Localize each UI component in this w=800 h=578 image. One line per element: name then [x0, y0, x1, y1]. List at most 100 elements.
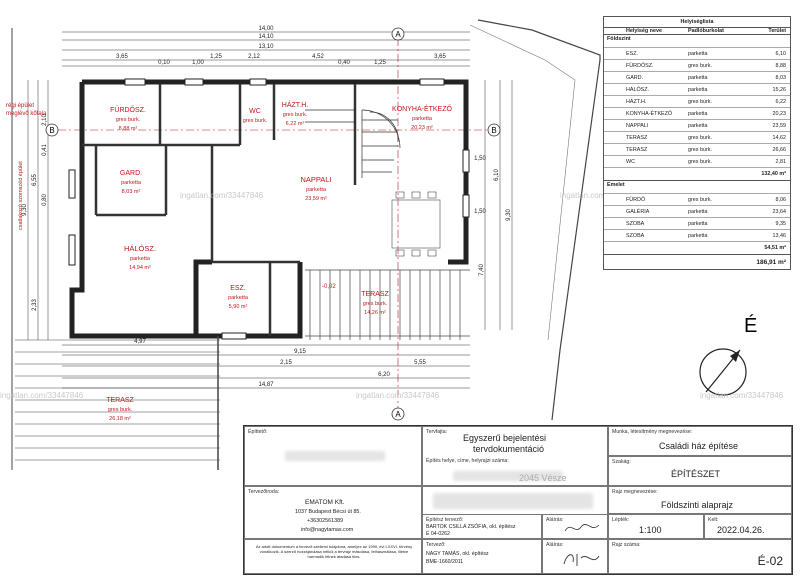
north-label: É: [744, 314, 757, 337]
svg-text:6,22 m²: 6,22 m²: [286, 121, 305, 127]
svg-text:parketta: parketta: [228, 295, 249, 301]
svg-text:6,10: 6,10: [494, 169, 500, 181]
svg-text:parketta: parketta: [306, 187, 327, 193]
schedule-cell-name: TERASZ: [626, 146, 648, 153]
svg-text:GARD.: GARD.: [120, 170, 142, 177]
schedule-title: Helyiséglista: [604, 17, 790, 28]
svg-text:0,10: 0,10: [158, 60, 170, 66]
svg-text:6,20: 6,20: [378, 372, 390, 378]
svg-text:13,10: 13,10: [258, 44, 274, 50]
interior-walls: [82, 84, 357, 336]
copyright-cell: Az adott dokumentum a tervező szellemi t…: [244, 539, 422, 574]
note-neighbor: csatlakozó szomszéd épület: [18, 161, 24, 230]
room-label-nappali: NAPPALI parketta 23,59 m²: [300, 175, 331, 202]
svg-text:4,52: 4,52: [312, 54, 324, 60]
schedule-cell-floor: gres burk.: [688, 158, 712, 165]
svg-text:ingatlan.com/33447846: ingatlan.com/33447846: [560, 191, 644, 200]
schedule-row: SZOBA parketta 9,35: [604, 218, 790, 230]
svg-text:ingatlan.com/33447846: ingatlan.com/33447846: [700, 391, 784, 400]
schedule-cell-floor: parketta: [688, 74, 708, 81]
alairas-cell: Aláírás:: [542, 514, 608, 539]
schedule-cell-name: SZOBA: [626, 220, 645, 227]
note-level: -0,02: [322, 284, 336, 290]
room-label-esz: ESZ. parketta 5,90 m²: [228, 285, 249, 310]
tervezo-cell: Tervező: NAGY TAMÁS, okl. építész BME-16…: [422, 539, 542, 574]
svg-text:0,80: 0,80: [42, 194, 48, 206]
svg-text:ESZ.: ESZ.: [230, 285, 246, 292]
schedule-cell-area: 23,64: [772, 208, 787, 215]
schedule-cell-area: 20,23: [772, 110, 787, 117]
schedule-cell-name: GALÉRIA: [626, 208, 650, 215]
schedule-cell-floor: gres burk.: [688, 98, 712, 105]
schedule-cell-floor: parketta: [688, 220, 708, 227]
svg-text:14,26 m²: 14,26 m²: [364, 310, 386, 316]
svg-text:ingatlan.com/33447846: ingatlan.com/33447846: [356, 391, 440, 400]
svg-text:B: B: [49, 126, 54, 135]
schedule-cell-area: 23,59: [772, 122, 787, 129]
svg-text:2,15: 2,15: [280, 360, 292, 366]
epitteto-cell: Építtető:: [244, 426, 422, 486]
schedule-cell-area: 8,03: [775, 74, 787, 81]
svg-text:4,97: 4,97: [134, 339, 146, 345]
schedule-cell-area: 15,26: [772, 86, 787, 93]
schedule-cell-name: ESZ.: [626, 50, 638, 57]
schedule-cell-floor: gres burk.: [688, 196, 712, 203]
schedule-cell-floor: gres burk.: [688, 62, 712, 69]
svg-text:TERASZ: TERASZ: [106, 397, 134, 404]
terrace-deck: [15, 336, 220, 470]
schedule-cell-name: SZOBA: [626, 232, 645, 239]
svg-text:ingatlan.com/33447846: ingatlan.com/33447846: [180, 191, 264, 200]
room-label-furdosz: FÜRDŐSZ. gres burk. 8,88 m²: [110, 105, 146, 132]
schedule-row: HÁZT.H.gres burk.6,22: [604, 96, 790, 108]
rajzszam-cell: Rajz száma: É-02: [608, 539, 792, 574]
room-label-konyha: KONYHA-ÉTKEZŐ parketta 20,23 m²: [392, 104, 452, 131]
watermarks: ingatlan.com/33447846 ingatlan.com/33447…: [0, 191, 784, 400]
signature-2: [563, 554, 600, 566]
schedule-cell-name: WC: [626, 158, 635, 165]
schedule-cell-area: 14,62: [772, 134, 787, 141]
schedule-cell-name: HÁLÓSZ.: [626, 86, 650, 93]
szakag-cell: Szakág: ÉPÍTÉSZET: [608, 456, 792, 486]
svg-text:parketta: parketta: [121, 180, 142, 186]
dimension-lines-left: [27, 80, 49, 340]
svg-text:14,94 m²: 14,94 m²: [129, 265, 151, 271]
svg-text:HÁLÓSZ.: HÁLÓSZ.: [124, 244, 156, 253]
schedule-ground-label: Földszint: [604, 35, 790, 48]
schedule-cell-area: 9,35: [775, 220, 787, 227]
room-schedule: Helyiséglista Helyiség neve Padlóburkola…: [603, 16, 791, 270]
svg-text:1,00: 1,00: [192, 60, 204, 66]
schedule-row: WC gres burk. 2,81: [604, 156, 790, 168]
svg-text:3,65: 3,65: [116, 54, 128, 60]
site-boundary: [477, 19, 601, 421]
north-arrow: É: [699, 314, 757, 396]
schedule-cell-area: 6,22: [775, 98, 787, 105]
schedule-cell-floor: parketta: [688, 86, 708, 93]
schedule-cell-area: 26,66: [772, 146, 787, 153]
axis-marker-b-right: B: [487, 123, 501, 137]
schedule-row: HÁLÓSZ. parketta 15,26: [604, 84, 790, 96]
placeholder-cell: [422, 486, 608, 514]
svg-text:7,40: 7,40: [479, 264, 485, 276]
title-block: Építtető: Tervfajta: Egyszerű bejelentés…: [243, 425, 793, 575]
schedule-cell-name: NAPPALI: [626, 122, 649, 129]
schedule-cell-floor: gres burk.: [688, 134, 712, 141]
svg-text:1,25: 1,25: [374, 60, 386, 66]
room-label-haztn: HÁZT.H. gres burk. 6,22 m²: [282, 100, 309, 127]
schedule-header: Helyiség neve Padlóburkolat Terület: [604, 28, 790, 35]
schedule-cell-area: 8,88: [775, 62, 787, 69]
axis-marker-a-bottom: A: [391, 407, 405, 421]
lepték-cell: Lépték: 1:100: [608, 514, 704, 539]
svg-text:1,25: 1,25: [210, 54, 222, 60]
axis-marker-b-left: B: [45, 123, 59, 137]
windows: [68, 78, 470, 340]
schedule-cell-area: 2,81: [775, 158, 787, 165]
schedule-row: FÜRDŐSZ.gres burk.8,88: [604, 60, 790, 72]
svg-text:5,55: 5,55: [414, 360, 426, 366]
svg-text:HÁZT.H.: HÁZT.H.: [282, 100, 309, 109]
svg-text:23,59 m²: 23,59 m²: [305, 196, 327, 202]
